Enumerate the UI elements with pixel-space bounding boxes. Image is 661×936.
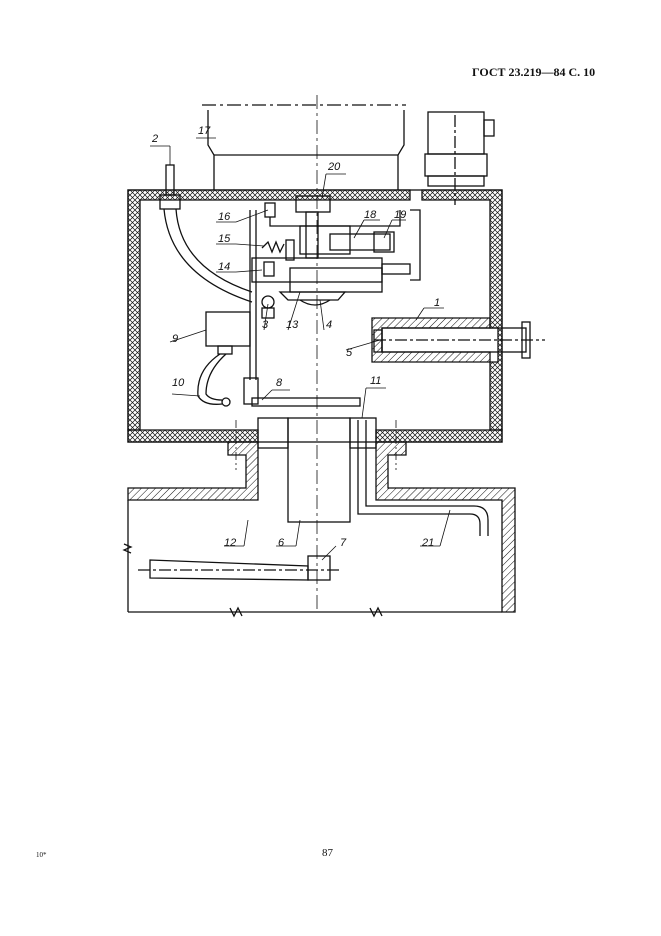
leader-lines xyxy=(150,137,451,561)
label-19: 19 xyxy=(394,209,406,221)
column-17 xyxy=(202,104,406,190)
base-housing xyxy=(122,441,516,618)
label-6: 6 xyxy=(278,537,285,549)
label-2: 2 xyxy=(151,133,158,145)
label-17: 17 xyxy=(198,125,211,137)
chamber-walls xyxy=(127,189,503,443)
label-8: 8 xyxy=(276,377,283,389)
label-21: 21 xyxy=(421,537,434,549)
page-header: ГОСТ 23.219—84 С. 10 xyxy=(472,65,596,79)
footnote-mark: 10* xyxy=(36,851,47,859)
outlet-pipe xyxy=(371,317,545,363)
label-4: 4 xyxy=(326,319,332,331)
label-14: 14 xyxy=(218,261,230,273)
block-9 xyxy=(197,311,251,407)
label-12: 12 xyxy=(224,537,236,549)
tube-2 xyxy=(159,164,253,303)
part-labels: 2 17 20 16 15 14 18 19 3 13 4 9 1 5 10 8… xyxy=(151,125,440,549)
handle-7 xyxy=(138,555,340,581)
label-7: 7 xyxy=(340,537,347,549)
label-13: 13 xyxy=(286,319,299,331)
label-10: 10 xyxy=(172,377,185,389)
label-20: 20 xyxy=(327,161,341,173)
label-5: 5 xyxy=(346,347,353,359)
label-15: 15 xyxy=(218,233,231,245)
sensor-10-block xyxy=(243,377,259,405)
label-9: 9 xyxy=(172,333,178,345)
plate-8 xyxy=(251,397,361,407)
label-1: 1 xyxy=(434,297,440,309)
label-3: 3 xyxy=(262,319,269,331)
pipe-21 xyxy=(357,420,489,536)
label-18: 18 xyxy=(364,209,377,221)
drive-block-6 xyxy=(257,417,377,523)
label-11: 11 xyxy=(370,375,381,387)
page-number: 87 xyxy=(322,847,333,859)
label-16: 16 xyxy=(218,211,231,223)
